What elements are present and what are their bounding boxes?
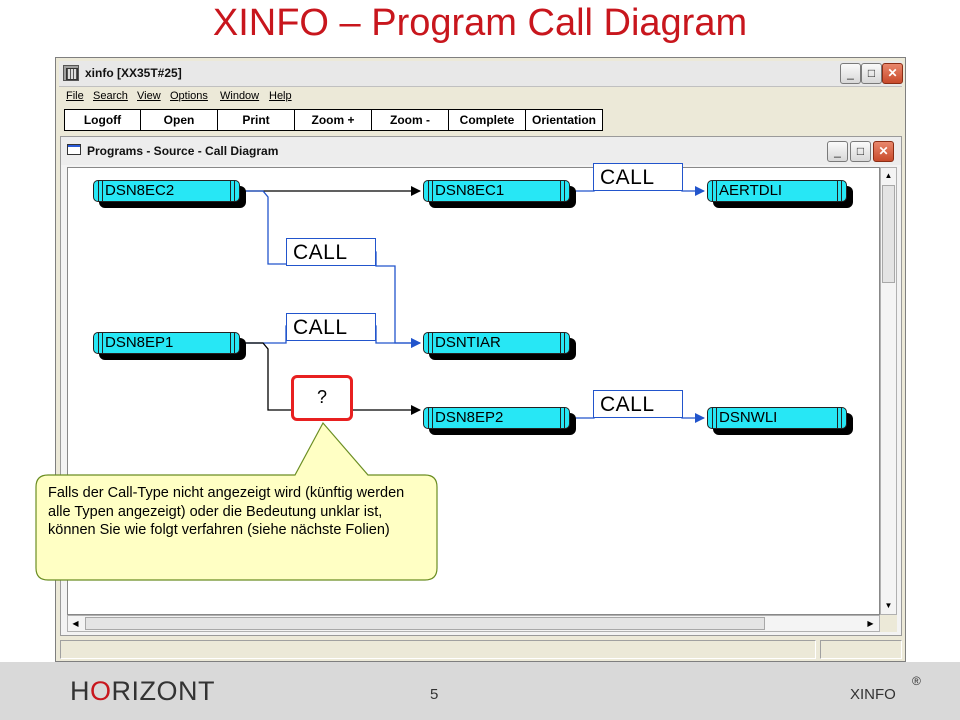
- status-main-pane: [60, 640, 816, 659]
- program-node-dsn8ec2[interactable]: DSN8EC2: [93, 180, 246, 208]
- page-number: 5: [430, 686, 439, 703]
- horizontal-scrollbar[interactable]: ◀ ▶: [67, 615, 880, 632]
- call-type-label: CALL: [600, 393, 655, 416]
- program-node-dsn8ep1[interactable]: DSN8EP1: [93, 332, 246, 360]
- maximize-button[interactable]: □: [861, 63, 882, 84]
- zoom-in-button[interactable]: Zoom +: [295, 109, 372, 131]
- program-node-label: DSN8EC2: [105, 182, 175, 199]
- program-node-dsnwli[interactable]: DSNWLI: [707, 407, 853, 435]
- inner-close-button[interactable]: ✕: [873, 141, 894, 162]
- brand-rest: RIZONT: [111, 676, 216, 706]
- zoom-out-button[interactable]: Zoom -: [372, 109, 449, 131]
- product-name: XINFO: [850, 686, 896, 703]
- program-node-aertdli[interactable]: AERTDLI: [707, 180, 853, 208]
- toolbar: Logoff Open Print Zoom + Zoom - Complete…: [64, 109, 603, 131]
- inner-titlebar[interactable]: Programs - Source - Call Diagram _ □ ✕: [61, 137, 901, 165]
- scroll-left-icon[interactable]: ◀: [72, 619, 79, 628]
- brand-letter-h: H: [70, 676, 90, 706]
- unknown-call-type-box[interactable]: ?: [291, 375, 353, 421]
- menu-help[interactable]: Help: [269, 90, 292, 102]
- horizontal-scroll-thumb[interactable]: [85, 617, 765, 630]
- program-node-label: DSNTIAR: [435, 334, 501, 351]
- registered-mark: ®: [912, 674, 921, 688]
- scroll-up-icon[interactable]: ▲: [884, 171, 893, 180]
- app-title: xinfo [XX35T#25]: [85, 66, 182, 80]
- program-node-dsn8ep2[interactable]: DSN8EP2: [423, 407, 576, 435]
- minimize-button[interactable]: _: [840, 63, 861, 84]
- program-node-label: DSN8EC1: [435, 182, 505, 199]
- vertical-scroll-thumb[interactable]: [882, 185, 895, 283]
- program-node-label: DSNWLI: [719, 409, 778, 426]
- app-titlebar[interactable]: xinfo [XX35T#25] _ □ ✕: [59, 61, 903, 87]
- menu-window[interactable]: Window: [220, 90, 260, 102]
- call-type-box[interactable]: CALL: [286, 313, 376, 341]
- print-button[interactable]: Print: [218, 109, 295, 131]
- brand-letter-o: O: [90, 676, 112, 706]
- scroll-down-icon[interactable]: ▼: [884, 601, 893, 610]
- menu-options[interactable]: Options: [170, 90, 208, 102]
- status-side-pane: [820, 640, 902, 659]
- statusbar: [60, 640, 902, 659]
- call-type-box[interactable]: CALL: [593, 163, 683, 191]
- menu-file[interactable]: File: [66, 90, 84, 102]
- scroll-right-icon[interactable]: ▶: [867, 619, 874, 628]
- menu-view[interactable]: View: [137, 90, 161, 102]
- inner-maximize-button[interactable]: □: [850, 141, 871, 162]
- slide-footer: HORIZONT 5 XINFO ®: [0, 662, 960, 720]
- close-button[interactable]: ✕: [882, 63, 903, 84]
- window-icon[interactable]: [67, 144, 81, 155]
- program-node-label: AERTDLI: [719, 182, 783, 199]
- inner-window-title: Programs - Source - Call Diagram: [87, 144, 279, 158]
- call-type-box[interactable]: CALL: [286, 238, 376, 266]
- logoff-button[interactable]: Logoff: [64, 109, 141, 131]
- vertical-scrollbar[interactable]: ▲ ▼: [880, 167, 897, 615]
- call-type-label: CALL: [293, 241, 348, 264]
- call-type-label: CALL: [600, 166, 655, 189]
- open-button[interactable]: Open: [141, 109, 218, 131]
- callout-bubble: [35, 421, 438, 581]
- unknown-call-type-label: ?: [316, 387, 327, 407]
- menubar: File Search View Options Window Help: [59, 88, 902, 106]
- complete-button[interactable]: Complete: [449, 109, 526, 131]
- program-node-dsntiar[interactable]: DSNTIAR: [423, 332, 576, 360]
- orientation-button[interactable]: Orientation: [526, 109, 603, 131]
- program-node-dsn8ec1[interactable]: DSN8EC1: [423, 180, 576, 208]
- call-type-label: CALL: [293, 316, 348, 339]
- call-type-box[interactable]: CALL: [593, 390, 683, 418]
- app-icon[interactable]: [63, 65, 79, 81]
- program-node-label: DSN8EP2: [435, 409, 504, 426]
- callout-text: Falls der Call-Type nicht angezeigt wird…: [48, 485, 405, 538]
- inner-minimize-button[interactable]: _: [827, 141, 848, 162]
- program-node-label: DSN8EP1: [105, 334, 174, 351]
- slide-title: XINFO – Program Call Diagram: [212, 2, 748, 44]
- brand-logo: HORIZONT: [70, 676, 215, 707]
- menu-search[interactable]: Search: [93, 90, 128, 102]
- scroll-corner: [880, 615, 897, 632]
